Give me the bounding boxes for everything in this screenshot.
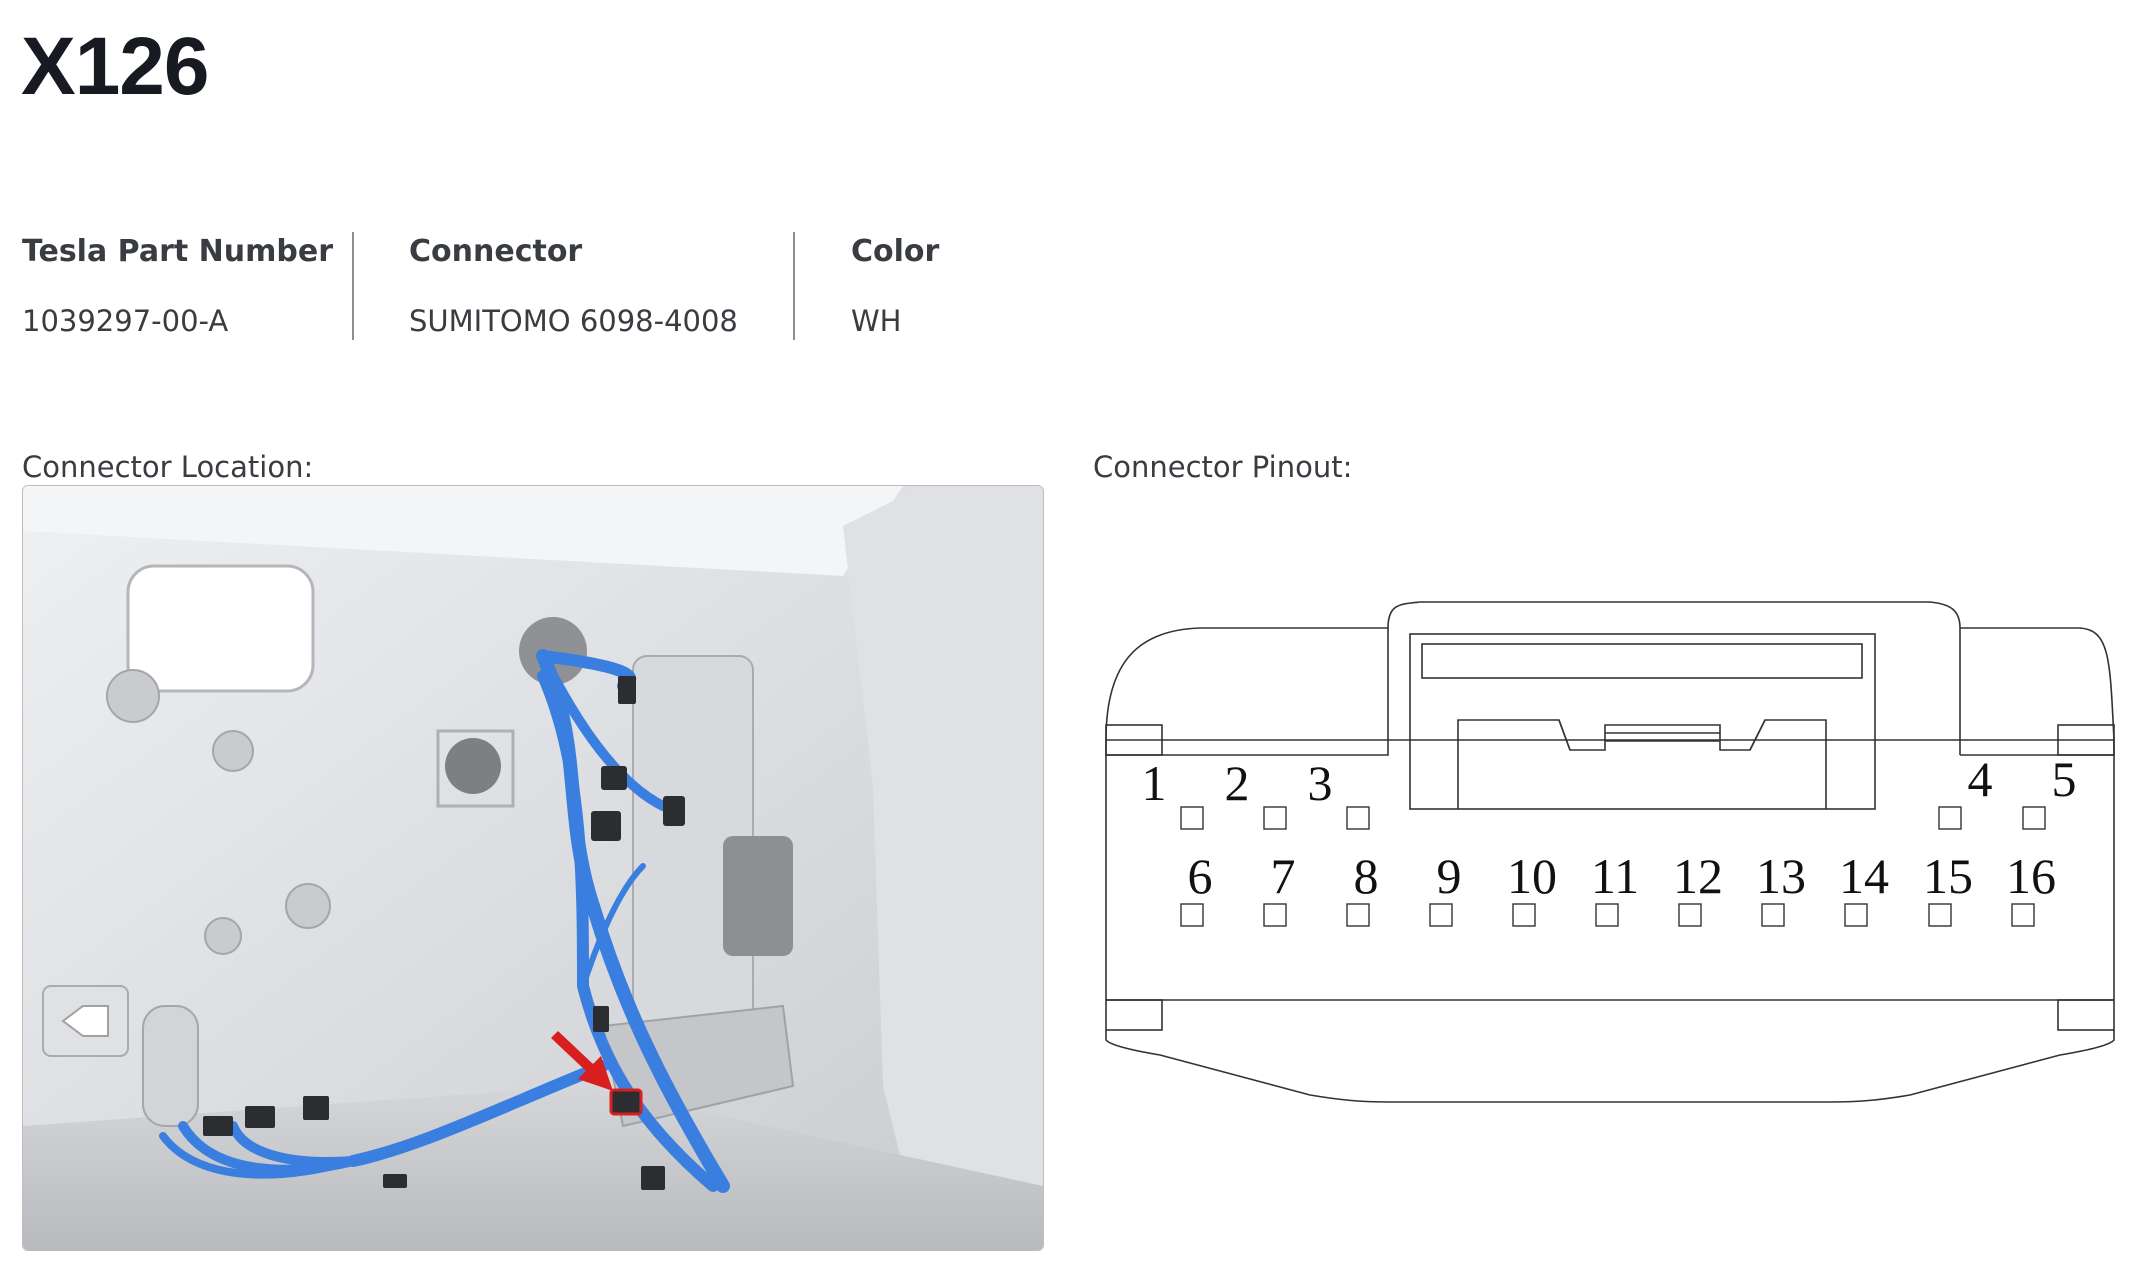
pin-label: 4 — [1968, 751, 1993, 807]
pin-label: 15 — [1923, 848, 1973, 904]
pin-cavity — [1595, 903, 1619, 927]
harness-connectors — [203, 676, 685, 1190]
pin-cavity — [1180, 903, 1204, 927]
pin-label: 14 — [1839, 848, 1889, 904]
pin-cavity — [2022, 806, 2046, 830]
pin-cavity — [1263, 903, 1287, 927]
pin-cavity — [1928, 903, 1952, 927]
pin-label: 8 — [1354, 848, 1379, 904]
part-number-label: Tesla Part Number — [22, 234, 334, 269]
pin-cavity — [1263, 806, 1287, 830]
pin-label: 1 — [1142, 755, 1167, 811]
pin-label: 5 — [2052, 751, 2077, 807]
pin-cavity — [1938, 806, 1962, 830]
pin-label: 13 — [1756, 848, 1806, 904]
pin-cavity — [1346, 903, 1370, 927]
connector-location-image — [22, 485, 1044, 1251]
vehicle-body-panel — [23, 486, 1043, 1250]
pin-cavity — [1180, 806, 1204, 830]
connector-value: SUMITOMO 6098-4008 — [409, 304, 738, 338]
pin-label: 2 — [1225, 755, 1250, 811]
connector-label: Connector — [409, 234, 583, 269]
target-connector — [609, 1088, 643, 1116]
connector-pinout-label: Connector Pinout: — [1093, 450, 1353, 484]
connector-outline — [1105, 601, 2115, 1103]
pin-cavity — [1429, 903, 1453, 927]
pin-cavity — [1844, 903, 1868, 927]
page-title: X126 — [21, 21, 210, 112]
pin-label: 12 — [1673, 848, 1723, 904]
part-number-value: 1039297-00-A — [22, 304, 229, 338]
pin-cavity — [1761, 903, 1785, 927]
wiring-harness — [159, 649, 730, 1193]
pin-label: 7 — [1271, 848, 1296, 904]
color-value: WH — [851, 304, 902, 338]
pin-label: 16 — [2006, 848, 2056, 904]
location-arrow — [551, 1031, 613, 1091]
pin-cavity — [1346, 806, 1370, 830]
spec-divider — [352, 232, 354, 340]
pin-label: 3 — [1308, 755, 1333, 811]
color-label: Color — [851, 234, 940, 269]
pin-cavity — [1512, 903, 1536, 927]
pin-label: 10 — [1507, 848, 1557, 904]
pin-cavity — [1678, 903, 1702, 927]
spec-divider — [793, 232, 795, 340]
pin-label: 6 — [1188, 848, 1213, 904]
pin-cavity — [2011, 903, 2035, 927]
connector-location-label: Connector Location: — [22, 450, 314, 484]
pin-label: 9 — [1437, 848, 1462, 904]
pin-label: 11 — [1591, 848, 1639, 904]
